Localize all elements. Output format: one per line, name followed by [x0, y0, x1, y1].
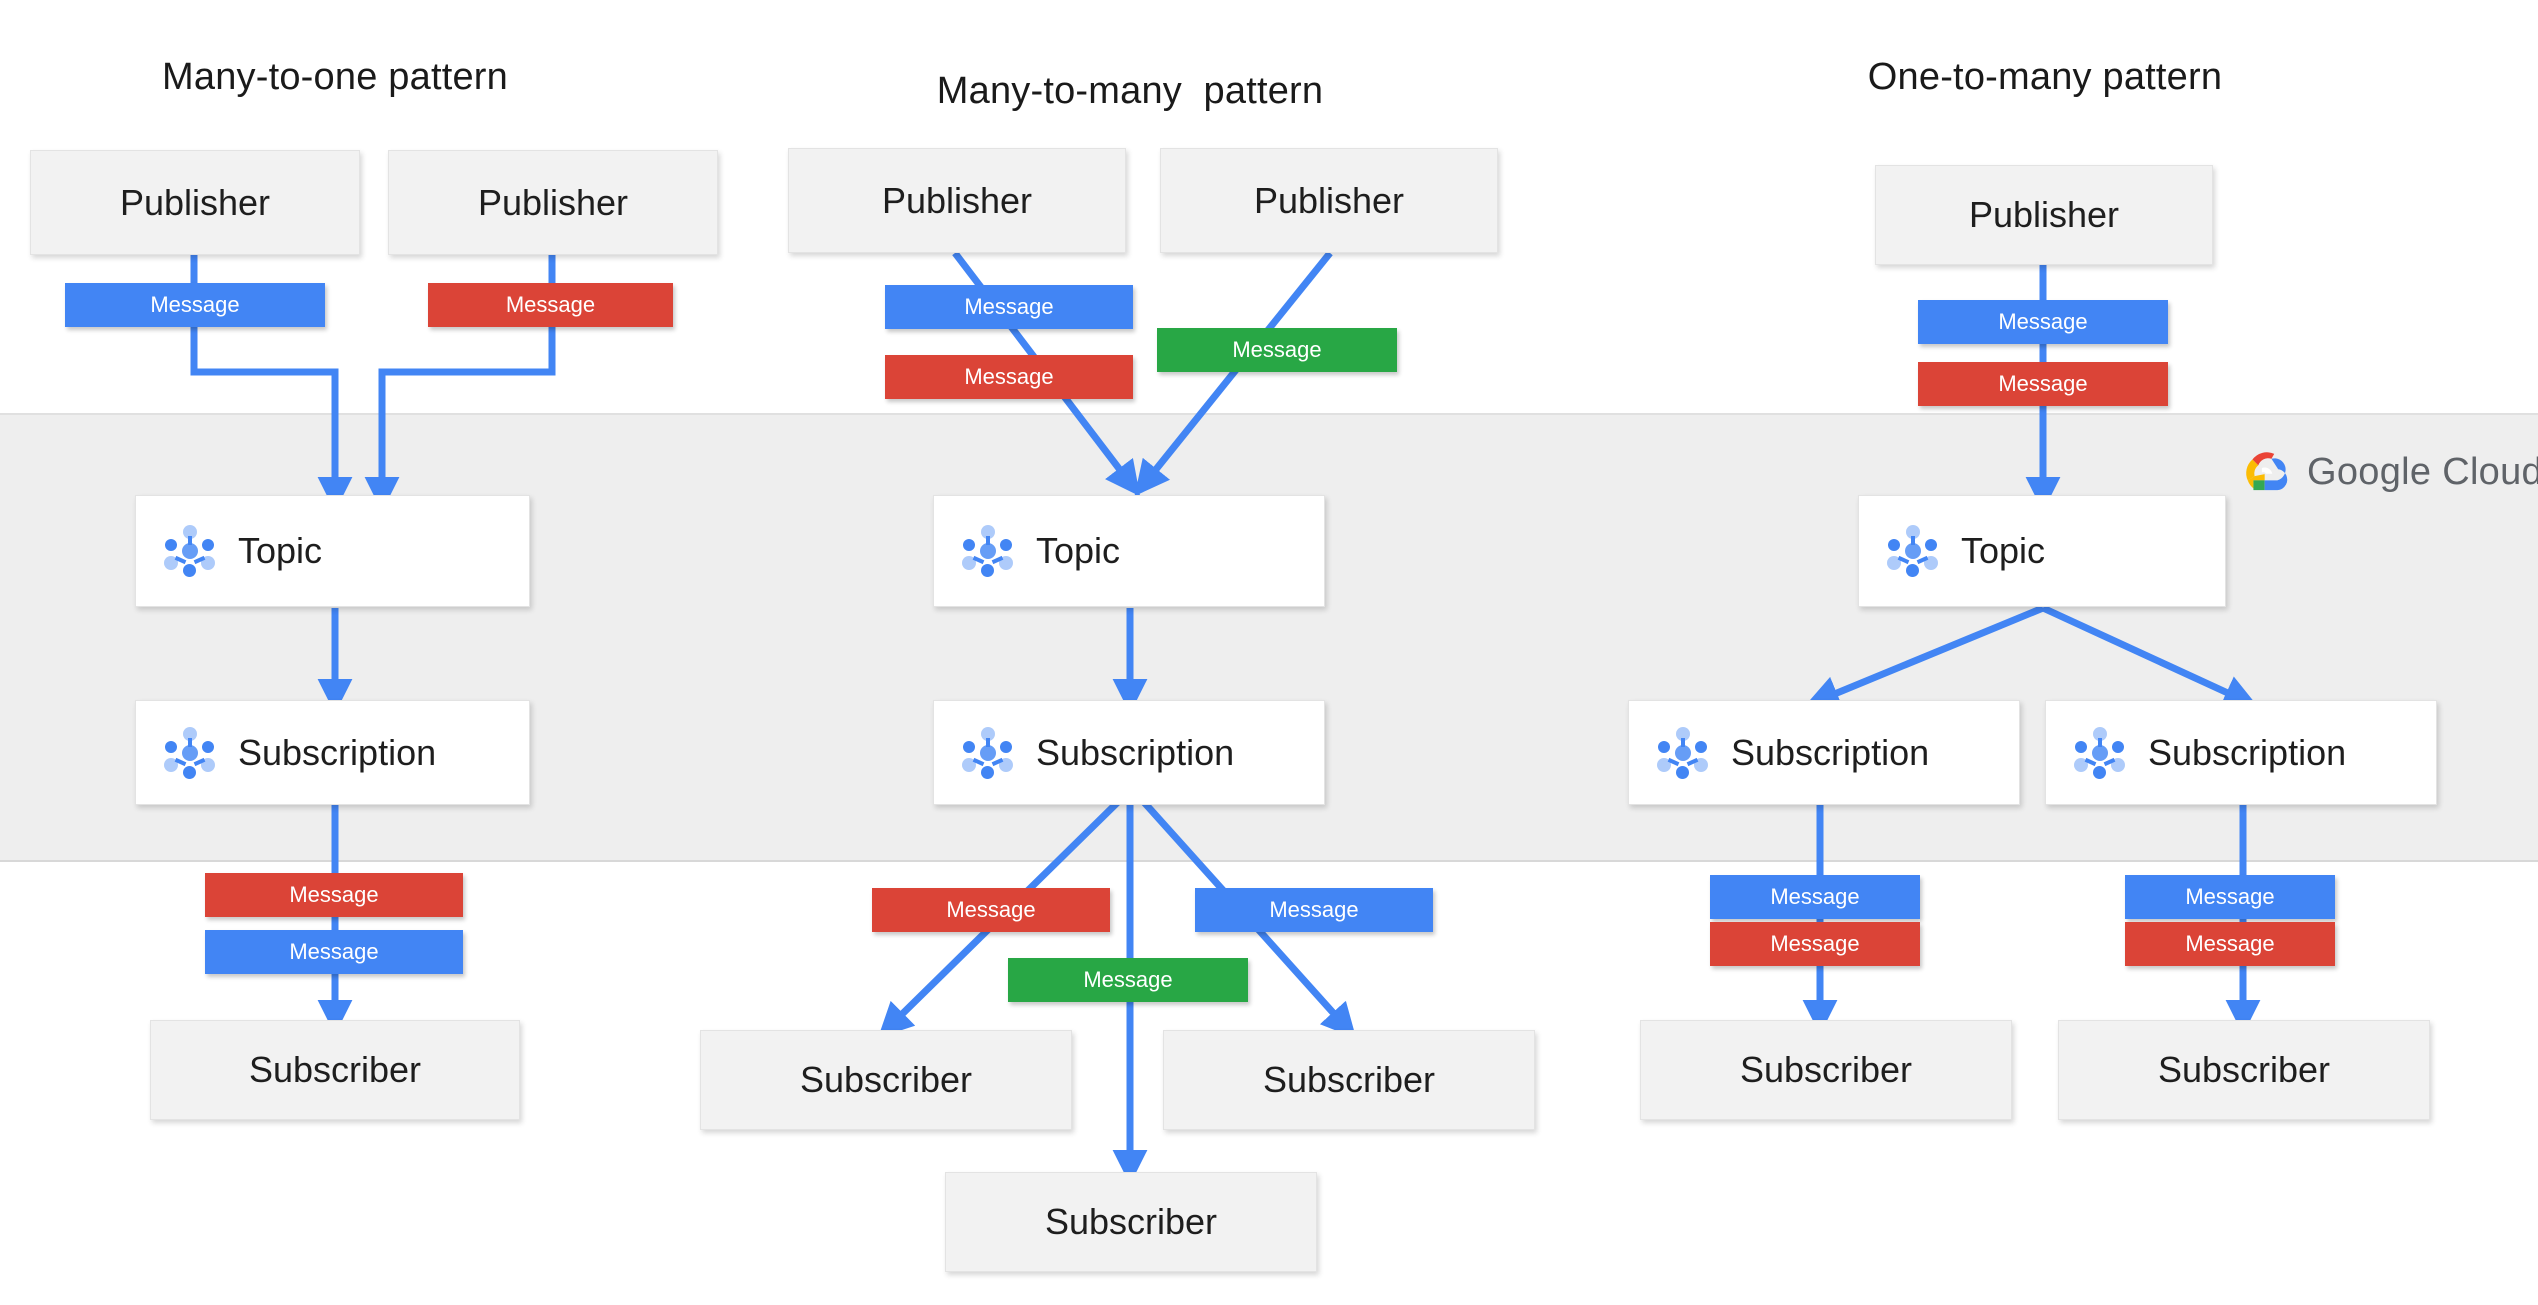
node-label: Subscriber — [248, 1049, 422, 1090]
google-cloud-word-google: Google — [2307, 450, 2432, 493]
node-label: Topic — [1036, 530, 1121, 571]
google-cloud-wordmark: Google Cloud — [2307, 451, 2538, 494]
message-chip-red: Message — [1710, 922, 1920, 966]
message-chip-red: Message — [2125, 922, 2335, 966]
node-label: Topic — [238, 530, 323, 571]
pubsub-icon — [1887, 525, 1939, 577]
node-label: Subscriber — [1044, 1201, 1218, 1242]
message-chip-green: Message — [1008, 958, 1248, 1002]
node-label: Subscription — [1731, 731, 1930, 773]
publisher-node[interactable]: Publisher — [1875, 165, 2213, 265]
node-label: Publisher — [1968, 194, 2120, 235]
subscriber-node[interactable]: Subscriber — [1163, 1030, 1535, 1130]
node-label: Publisher — [1253, 179, 1405, 221]
pubsub-icon — [164, 726, 216, 779]
node-label: Subscriber — [1262, 1059, 1436, 1100]
subscription-node[interactable]: Subscription — [1628, 700, 2020, 805]
subscriber-node[interactable]: Subscriber — [945, 1172, 1317, 1272]
message-chip-red: Message — [885, 355, 1133, 399]
subscriber-node[interactable]: Subscriber — [1640, 1020, 2012, 1120]
publisher-node[interactable]: Publisher — [388, 150, 718, 255]
node-label: Subscriber — [2157, 1049, 2331, 1090]
message-chip-blue: Message — [1710, 875, 1920, 919]
message-chip-blue: Message — [1195, 888, 1433, 932]
publisher-node[interactable]: Publisher — [1160, 148, 1498, 253]
google-cloud-word-cloud: Cloud — [2431, 450, 2538, 493]
pubsub-icon — [962, 726, 1014, 779]
message-chip-blue: Message — [205, 930, 463, 974]
publisher-node[interactable]: Publisher — [788, 148, 1126, 253]
message-chip-red: Message — [1918, 362, 2168, 406]
pubsub-icon — [1657, 726, 1709, 779]
subscriber-node[interactable]: Subscriber — [150, 1020, 520, 1120]
node-label: Subscriber — [1739, 1049, 1913, 1090]
subscription-node[interactable]: Subscription — [933, 700, 1325, 805]
pattern-title-many-to-many: Many-to-many pattern — [936, 70, 1324, 112]
node-label: Subscriber — [799, 1059, 973, 1100]
subscription-node[interactable]: Subscription — [2045, 700, 2437, 805]
message-chip-blue: Message — [1918, 300, 2168, 344]
message-chip-blue: Message — [65, 283, 325, 327]
pattern-title-one-to-many: One-to-many pattern — [1867, 56, 2223, 98]
node-label: Subscription — [1036, 731, 1235, 773]
message-chip-red: Message — [205, 873, 463, 917]
message-chip-red: Message — [872, 888, 1110, 932]
node-label: Publisher — [881, 179, 1033, 221]
subscription-node[interactable]: Subscription — [135, 700, 530, 805]
google-cloud-logo: Google Cloud — [2237, 445, 2538, 499]
topic-node[interactable]: Topic — [135, 495, 530, 607]
topic-node[interactable]: Topic — [933, 495, 1325, 607]
subscriber-node[interactable]: Subscriber — [700, 1030, 1072, 1130]
pattern-title-many-to-one: Many-to-one pattern — [162, 56, 508, 98]
topic-node[interactable]: Topic — [1858, 495, 2226, 607]
message-chip-green: Message — [1157, 328, 1397, 372]
subscriber-node[interactable]: Subscriber — [2058, 1020, 2430, 1120]
pubsub-icon — [2074, 726, 2126, 779]
node-label: Topic — [1961, 530, 2046, 571]
pubsub-icon — [962, 525, 1014, 577]
node-label: Publisher — [119, 181, 271, 223]
node-label: Subscription — [238, 731, 437, 773]
message-chip-red: Message — [428, 283, 673, 327]
node-label: Subscription — [2148, 731, 2347, 773]
message-chip-blue: Message — [885, 285, 1133, 329]
message-chip-blue: Message — [2125, 875, 2335, 919]
publisher-node[interactable]: Publisher — [30, 150, 360, 255]
google-cloud-mark — [2246, 452, 2288, 491]
pubsub-icon — [164, 525, 216, 577]
node-label: Publisher — [477, 181, 629, 223]
